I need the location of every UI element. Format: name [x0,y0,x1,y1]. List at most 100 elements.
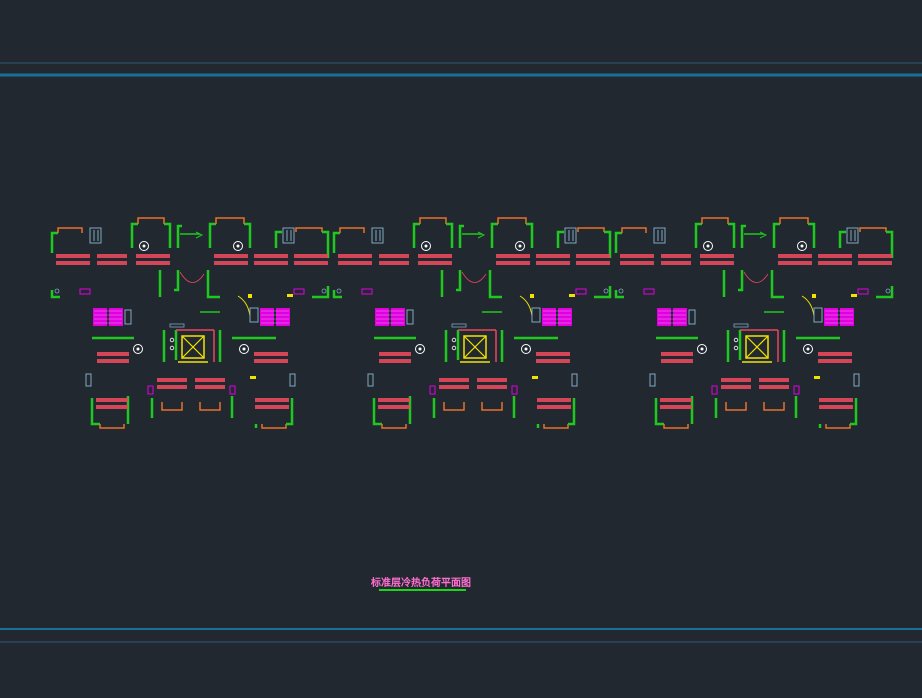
fan-coil-icon [558,308,572,326]
shaft-icon [289,373,296,387]
circle-marker-icon [518,244,522,248]
elevator-cross-icon [463,335,487,359]
room-label-line [778,261,812,265]
wall-segment [164,222,172,248]
circle-marker-icon [136,347,140,351]
room-label-line [254,261,288,265]
elevator-button [851,294,857,297]
room-label-line [660,405,692,409]
circle-marker-icon [236,244,240,248]
door-frame [481,402,503,411]
door-frame [497,217,527,224]
wall-segment [604,230,612,258]
vent-grille-icon [575,288,587,295]
room-label-line [721,385,751,389]
door-frame [621,227,647,233]
fan-coil-icon [542,308,556,326]
fan-coil-icon [260,308,274,326]
sanitary-fixture-icon [564,227,577,244]
floor-plan-unit [332,217,612,429]
drain-icon [321,288,327,294]
fan-coil-icon [657,308,671,326]
room-label-line [700,261,734,265]
wall-segment [886,230,894,258]
shaft-icon [688,309,696,325]
room-label-line [96,398,128,402]
door-frame [161,402,183,411]
room-label-line [418,254,452,258]
wall-segment [50,231,58,253]
wall-segment [694,222,702,248]
room-label-line [97,261,127,265]
shaft-icon [531,307,541,323]
room-label-line [661,254,691,258]
wall-segment [372,398,382,426]
room-label-line [96,405,128,409]
drawing-title-block: 标准层冷热负荷平面图 [370,576,471,591]
room-label-line [819,398,853,402]
wall-segment [838,230,846,248]
room-label-line [254,352,288,356]
room-label-line [195,378,225,382]
shaft-icon [813,307,823,323]
room-label-line [660,398,692,402]
room-label-line [157,378,187,382]
circle-marker-icon [242,347,246,351]
room-label-line [620,254,654,258]
wall-segment [876,286,894,299]
elevator-cross-icon [463,335,487,359]
floor-plan-unit [50,217,330,429]
wall-segment [770,270,784,299]
room-label-line [536,352,570,356]
circle-marker-icon [139,241,149,251]
door-swing-arc [179,271,205,283]
flow-arrow-icon [477,231,486,239]
room-label-line [759,385,789,389]
wall-segment [286,398,294,426]
room-label-line [379,359,411,363]
room-label-line [97,352,129,356]
call-button-icon [169,345,175,351]
circle-marker-icon [415,344,425,354]
door-frame [825,424,851,429]
door-frame [701,217,729,224]
room-label-line [818,261,852,265]
sanitary-fixture-icon [371,227,384,244]
room-label-line [818,359,852,363]
wall-segment [208,222,216,248]
circle-marker-icon [703,241,713,251]
vent-grille-icon [857,288,869,295]
circle-marker-icon [424,244,428,248]
door-frame [763,402,785,411]
drain-icon [54,288,60,294]
circle-marker-icon [515,241,525,251]
floor-plan-units [50,217,894,429]
door-swing-arc [743,271,769,283]
room-label-line [477,378,507,382]
room-label-line [858,261,892,265]
circle-marker-icon [418,347,422,351]
wall-segment [614,290,624,299]
room-label-line [136,254,170,258]
room-label-line [721,378,751,382]
room-label-line [214,261,248,265]
flow-arrow-icon [195,231,204,239]
room-label-line [661,352,693,356]
room-label-line [378,398,410,402]
vent-grille-icon [293,288,305,295]
room-label-line [536,359,570,363]
elevator-cross-icon [181,335,205,359]
room-label-line [254,359,288,363]
room-label-line [338,261,372,265]
room-label-line [294,254,328,258]
door-frame [339,227,365,233]
call-button-icon [733,337,739,343]
vent-grille-icon [79,288,91,295]
circle-marker-icon [706,244,710,248]
elevator-button [569,294,575,297]
room-label-line [537,405,571,409]
room-label-line [620,261,654,265]
door-frame [199,402,221,411]
